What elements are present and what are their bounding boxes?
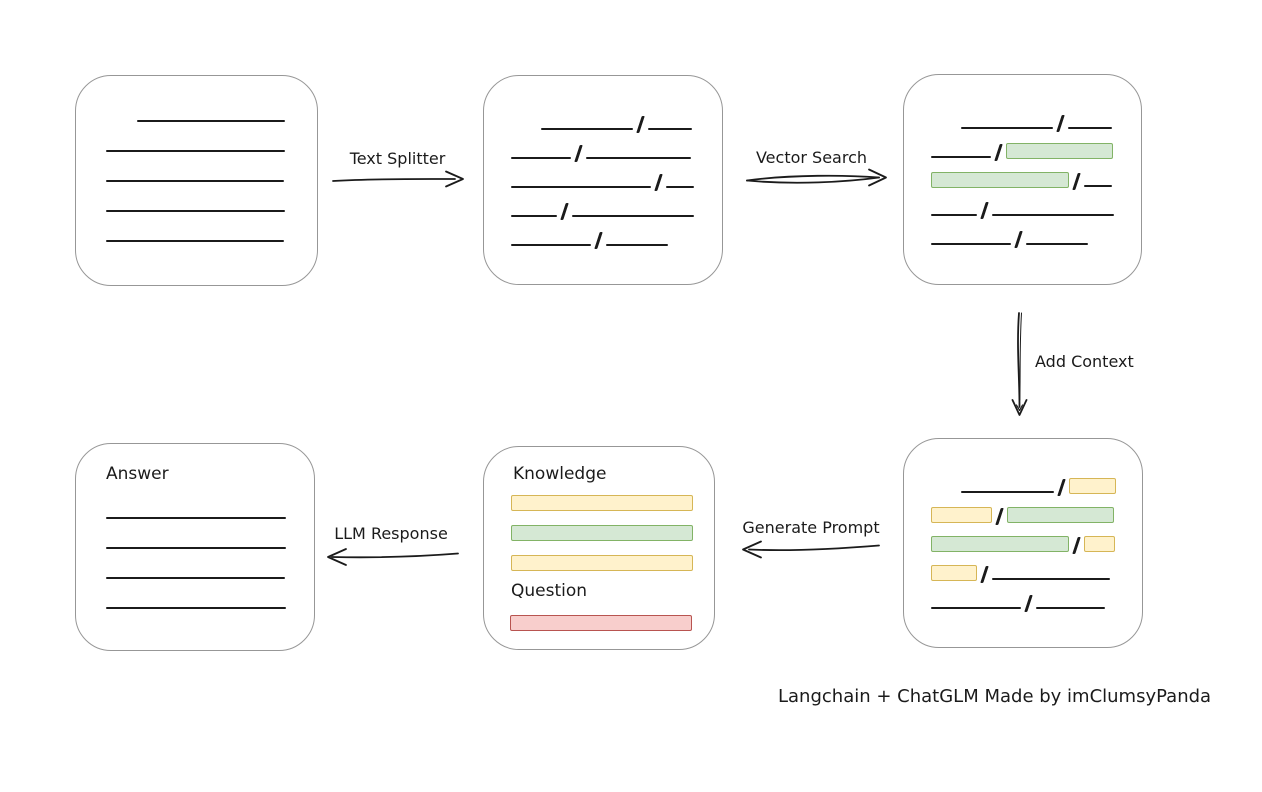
text-row <box>931 580 1132 612</box>
source-document-box <box>75 75 318 286</box>
text-line <box>137 120 285 122</box>
context-result-box <box>903 438 1143 648</box>
question-bar <box>510 615 692 631</box>
knowledge-label: Knowledge <box>513 464 607 484</box>
text-line <box>961 491 1054 493</box>
yellow-highlight-bar <box>931 507 992 523</box>
text-line <box>991 214 1114 216</box>
yellow-knowledge-bar <box>511 555 693 571</box>
indent-spacer <box>931 492 961 493</box>
indent-spacer <box>931 128 961 129</box>
text-line <box>106 210 285 212</box>
indent-spacer <box>511 129 541 130</box>
yellow-highlight-bar <box>1068 478 1116 494</box>
text-row <box>511 217 712 249</box>
text-row <box>931 158 1131 190</box>
chunk-rows <box>511 101 712 249</box>
text-line <box>106 240 284 242</box>
llm-response-arrow-head <box>327 548 347 566</box>
generate-prompt-label: Generate Prompt <box>742 518 880 537</box>
text-line <box>511 215 557 217</box>
text-line <box>1083 185 1112 187</box>
green-highlight-bar <box>931 172 1069 188</box>
text-splitter-label: Text Splitter <box>349 149 446 168</box>
text-line <box>571 215 694 217</box>
text-line <box>665 186 694 188</box>
text-line <box>931 243 1011 245</box>
yellow-highlight-bar <box>931 565 977 581</box>
generate-prompt-arrow-head <box>742 540 762 559</box>
llm-response-label: LLM Response <box>334 524 448 543</box>
add-context-arrow-shaft <box>1017 312 1021 408</box>
yellow-knowledge-bar <box>511 495 693 511</box>
search-result-rows <box>931 100 1131 248</box>
slash-separator <box>1014 231 1023 248</box>
document-text-lines <box>106 120 285 270</box>
text-line <box>106 517 286 519</box>
text-row <box>511 130 712 162</box>
split-chunks-box <box>483 75 723 285</box>
text-row <box>931 493 1132 525</box>
question-label: Question <box>511 581 588 601</box>
vector-search-label: Vector Search <box>755 148 868 167</box>
text-row <box>931 216 1131 248</box>
green-highlight-bar <box>1005 143 1113 159</box>
green-highlight-bar <box>1006 507 1114 523</box>
text-row <box>931 522 1132 554</box>
text-splitter-arrow-shaft <box>332 178 456 182</box>
text-line <box>931 214 977 216</box>
vector-search-result-box <box>903 74 1142 285</box>
text-line <box>106 607 286 609</box>
caption: Langchain + ChatGLM Made by imClumsyPand… <box>778 686 1212 707</box>
slash-separator <box>1024 595 1033 612</box>
context-result-rows <box>931 464 1132 612</box>
text-line <box>511 244 591 246</box>
text-row <box>931 100 1131 132</box>
text-line <box>106 547 286 549</box>
green-knowledge-bar <box>511 525 693 541</box>
vector-search-arrow-shaft-top <box>746 174 880 182</box>
text-line <box>106 577 285 579</box>
answer-label: Answer <box>106 464 169 484</box>
add-context-arrow-shaft2 <box>1019 312 1022 401</box>
text-line <box>605 244 668 246</box>
green-highlight-bar <box>931 536 1069 552</box>
text-line <box>931 156 991 158</box>
text-line <box>541 128 633 130</box>
text-splitter-arrow-head <box>445 170 464 188</box>
text-row <box>931 129 1131 161</box>
text-line <box>991 578 1110 580</box>
text-line <box>1025 243 1088 245</box>
text-line <box>511 186 651 188</box>
knowledge-bars <box>511 495 693 585</box>
slash-separator <box>594 232 603 249</box>
text-line <box>961 127 1053 129</box>
text-row <box>511 188 712 220</box>
text-line <box>647 128 692 130</box>
text-line <box>511 157 571 159</box>
llm-response-arrow-shaft <box>331 552 459 559</box>
text-row <box>931 464 1132 496</box>
text-row <box>511 159 712 191</box>
text-line <box>585 157 691 159</box>
yellow-highlight-bar <box>1083 536 1115 552</box>
text-line <box>1035 607 1105 609</box>
vector-search-arrow-shaft-bottom <box>746 176 880 184</box>
answer-box: Answer <box>75 443 315 651</box>
text-line <box>106 180 284 182</box>
vector-search-arrow-head <box>868 168 887 187</box>
prompt-box: Knowledge Question <box>483 446 715 650</box>
text-line <box>931 607 1021 609</box>
text-row <box>511 101 712 133</box>
text-line <box>1067 127 1112 129</box>
text-line <box>106 150 285 152</box>
add-context-arrow-head-inner <box>1015 404 1024 412</box>
add-context-arrow-head <box>1011 399 1028 416</box>
generate-prompt-arrow-shaft <box>748 544 880 552</box>
answer-text-lines <box>106 517 286 637</box>
text-row <box>931 187 1131 219</box>
add-context-label: Add Context <box>1035 352 1134 371</box>
text-row <box>931 551 1132 583</box>
